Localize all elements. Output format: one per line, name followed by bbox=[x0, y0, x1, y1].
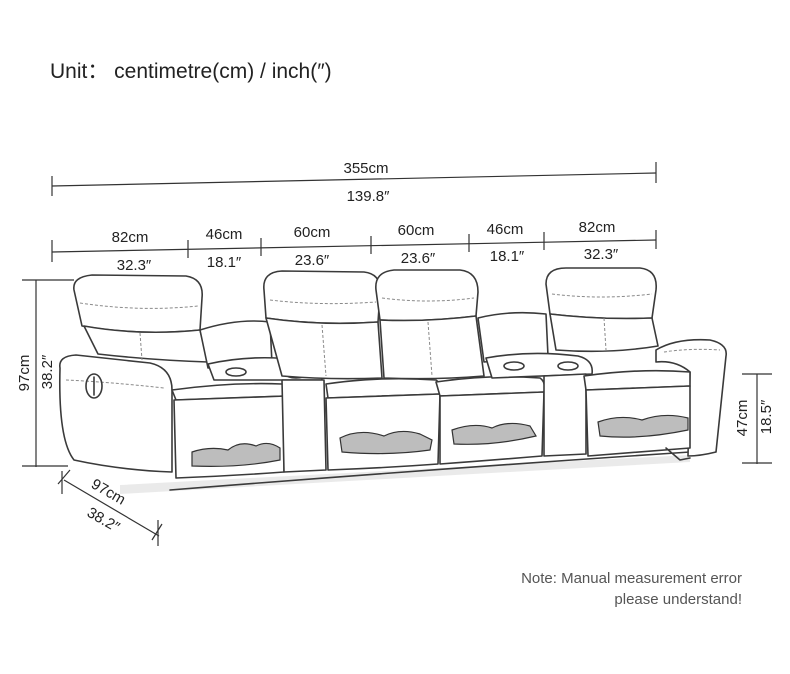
note-line-2: please understand! bbox=[614, 591, 742, 608]
section-3-cm: 60cm bbox=[294, 224, 331, 241]
section-4-inch: 23.6″ bbox=[401, 250, 436, 267]
section-2-inch: 18.1″ bbox=[207, 254, 242, 271]
total-width-inch: 139.8″ bbox=[347, 188, 391, 205]
center-right-seat bbox=[375, 269, 546, 465]
section-1-cm: 82cm bbox=[112, 229, 149, 246]
section-5-inch: 18.1″ bbox=[490, 248, 525, 265]
section-3-inch: 23.6″ bbox=[295, 252, 330, 269]
note-line-1: Note: Manual measurement error bbox=[521, 570, 742, 587]
right-recliner bbox=[545, 267, 727, 461]
section-6-inch: 32.3″ bbox=[584, 246, 619, 263]
measurement-note: Note: Manual measurement error please un… bbox=[521, 568, 742, 610]
center-left-seat bbox=[263, 270, 442, 471]
seat-height-cm: 47cm bbox=[734, 400, 751, 437]
left-recliner bbox=[58, 274, 288, 479]
height-cm: 97cm bbox=[16, 355, 33, 392]
unit-label: Unit： centimetre(cm) / inch(″) bbox=[50, 60, 332, 83]
section-width-dimension: 82cm 32.3″ 46cm 18.1″ 60cm 23.6″ 60cm 23… bbox=[51, 219, 657, 274]
seat-height-dimension: 47cm 18.5″ bbox=[734, 373, 775, 464]
left-console bbox=[199, 320, 327, 473]
height-inch: 38.2″ bbox=[39, 354, 56, 389]
sofa-illustration bbox=[58, 267, 727, 494]
depth-inch: 38.2″ bbox=[84, 504, 123, 536]
section-1-inch: 32.3″ bbox=[117, 257, 152, 274]
section-4-cm: 60cm bbox=[398, 222, 435, 239]
section-5-cm: 46cm bbox=[487, 221, 524, 238]
height-dimension: 97cm 38.2″ bbox=[16, 279, 74, 467]
total-width-dimension: 355cm 139.8″ bbox=[51, 160, 657, 205]
section-2-cm: 46cm bbox=[206, 226, 243, 243]
seat-height-inch: 18.5″ bbox=[758, 399, 775, 434]
section-6-cm: 82cm bbox=[579, 219, 616, 236]
total-width-cm: 355cm bbox=[343, 160, 388, 177]
depth-dimension: 97cm 38.2″ bbox=[57, 469, 163, 546]
right-console bbox=[477, 311, 594, 457]
